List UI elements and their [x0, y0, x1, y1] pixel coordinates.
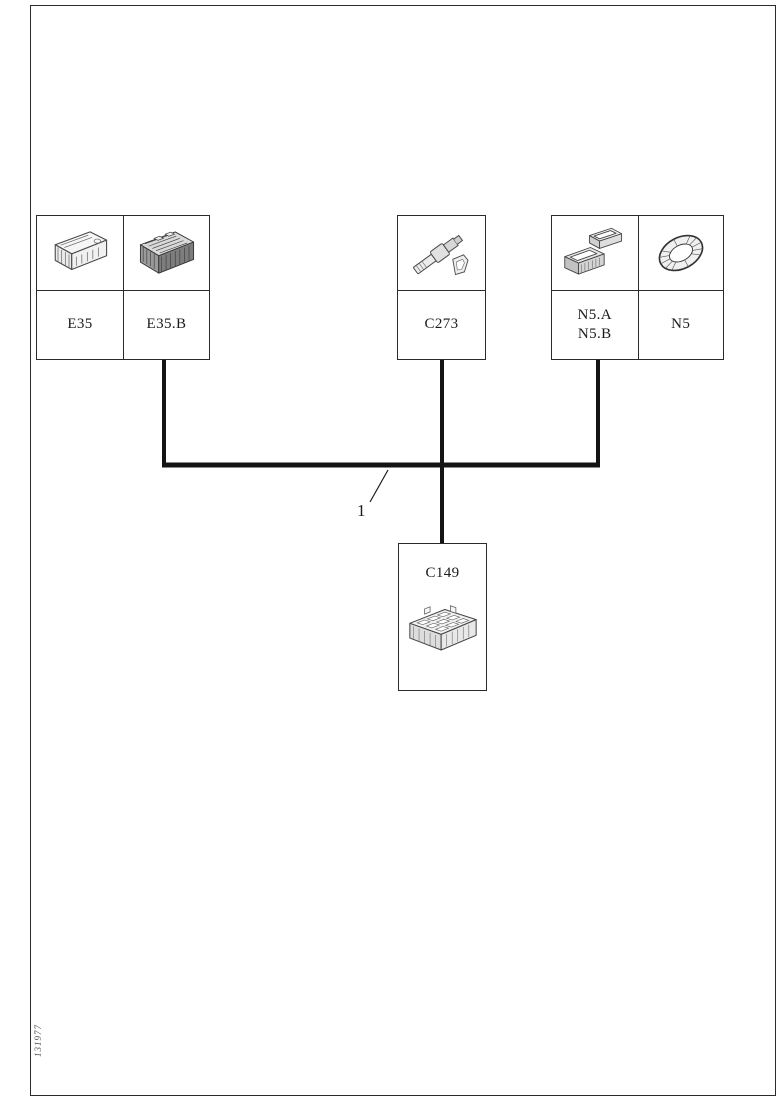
callout-leader-line	[369, 469, 389, 503]
c149-image-cell	[402, 592, 484, 667]
connector-block-icon	[139, 231, 194, 274]
e35-label: E35	[67, 316, 93, 333]
n5b-label-line: N5.B	[577, 326, 612, 342]
n5ab-image-cell	[552, 216, 638, 290]
terminal-pin-icon	[412, 234, 469, 276]
n5-label-cell: N5	[637, 290, 723, 359]
e35-image-cell	[37, 216, 123, 290]
multi-pin-connector-icon	[408, 604, 477, 651]
n5ab-label: N5.A N5.B	[577, 306, 612, 345]
c273-image-cell	[398, 216, 485, 290]
e35b-label: E35.B	[146, 316, 187, 333]
n5-label: N5	[671, 316, 691, 333]
n5a-label-line: N5.A	[577, 306, 612, 323]
drawing-id: 131977	[33, 1024, 43, 1057]
n5-image-cell	[637, 216, 724, 290]
c149-label: C149	[425, 565, 460, 581]
n5ab-label-cell: N5.A N5.B	[552, 290, 638, 359]
callout-1: 1	[357, 501, 366, 520]
c273-label: C273	[424, 316, 459, 333]
component-box-c273: C273	[397, 215, 486, 360]
e35b-label-cell: E35.B	[123, 290, 209, 359]
e35b-image-cell	[123, 216, 209, 290]
e35-label-cell: E35	[37, 290, 123, 359]
component-box-c149: C149	[398, 543, 487, 691]
grommet-icon	[658, 234, 704, 272]
component-box-n5-group: N5.A N5.B N5	[551, 215, 724, 360]
component-box-e35-group: E35 E35.B	[36, 215, 210, 360]
relay-module-icon	[54, 231, 108, 271]
sleeve-connectors-icon	[564, 227, 622, 275]
c273-label-cell: C273	[398, 290, 485, 359]
